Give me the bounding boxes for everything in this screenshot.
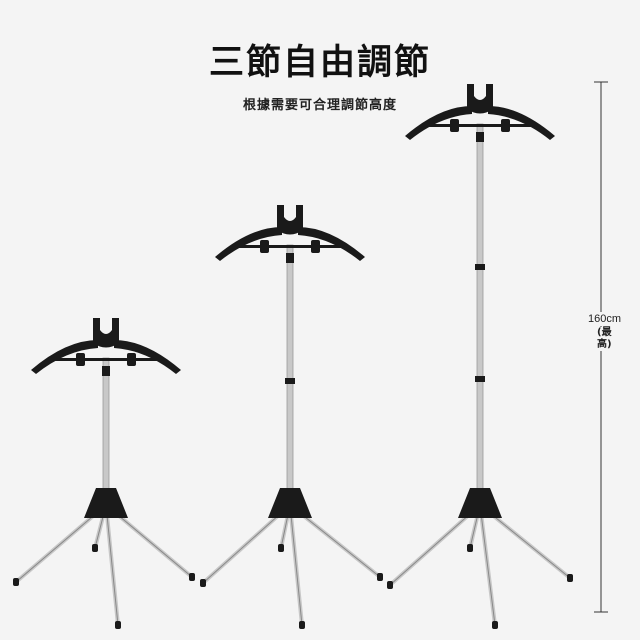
hanger-lock <box>102 366 110 376</box>
hanger-left-arm <box>31 340 98 374</box>
stand-foot <box>467 544 473 552</box>
garment-stand-lowest <box>13 318 195 629</box>
hanger-clip <box>311 240 320 253</box>
stand-base-hub <box>268 488 312 518</box>
pole-joint <box>285 378 295 384</box>
hanger-neck <box>277 205 303 235</box>
page-subtitle: 根據需要可合理調節高度 <box>242 98 397 113</box>
stand-base-hub <box>84 488 128 518</box>
stand-foot <box>299 621 305 629</box>
hanger-right-arm <box>488 106 555 140</box>
hanger-clip <box>260 240 269 253</box>
stand-foot <box>492 621 498 629</box>
hanger-right-arm <box>114 340 181 374</box>
stand-pole <box>286 244 294 501</box>
stand-pole <box>476 123 484 501</box>
stand-foot <box>567 574 573 582</box>
hanger-crossbar <box>51 358 161 361</box>
stand-foot <box>189 573 195 581</box>
hanger-left-arm <box>405 106 472 140</box>
hanger-lock <box>286 253 294 263</box>
stand-foot <box>377 573 383 581</box>
hanger-crossbar <box>425 124 535 127</box>
hanger-clip <box>76 353 85 366</box>
hanger-left-arm <box>215 227 282 261</box>
garment-stand-middle <box>200 205 383 629</box>
stand-foot <box>92 544 98 552</box>
hanger-clip <box>127 353 136 366</box>
pole-joint <box>475 264 485 270</box>
stand-leg-shade <box>105 504 119 626</box>
max-height-label: 160cm <box>588 312 622 326</box>
hanger-clip <box>450 119 459 132</box>
page-title: 三節自由調節 <box>208 43 431 83</box>
hanger-neck <box>467 84 493 114</box>
hanger-lock <box>476 132 484 142</box>
stand-base-hub <box>458 488 502 518</box>
stand-leg-shade <box>289 504 303 626</box>
stand-foot <box>13 578 19 586</box>
stand-foot <box>115 621 121 629</box>
max-height-note: (最高) <box>597 327 617 351</box>
garment-stand-highest <box>387 84 573 629</box>
stand-foot <box>387 581 393 589</box>
hanger-crossbar <box>235 245 345 248</box>
stand-leg-shade <box>389 504 481 586</box>
hanger-neck <box>93 318 119 348</box>
hanger-right-arm <box>298 227 365 261</box>
stand-foot <box>278 544 284 552</box>
pole-joint <box>475 376 485 382</box>
stand-pole <box>102 357 110 501</box>
stand-leg-shade <box>479 504 496 626</box>
hanger-clip <box>501 119 510 132</box>
stand-foot <box>200 579 206 587</box>
